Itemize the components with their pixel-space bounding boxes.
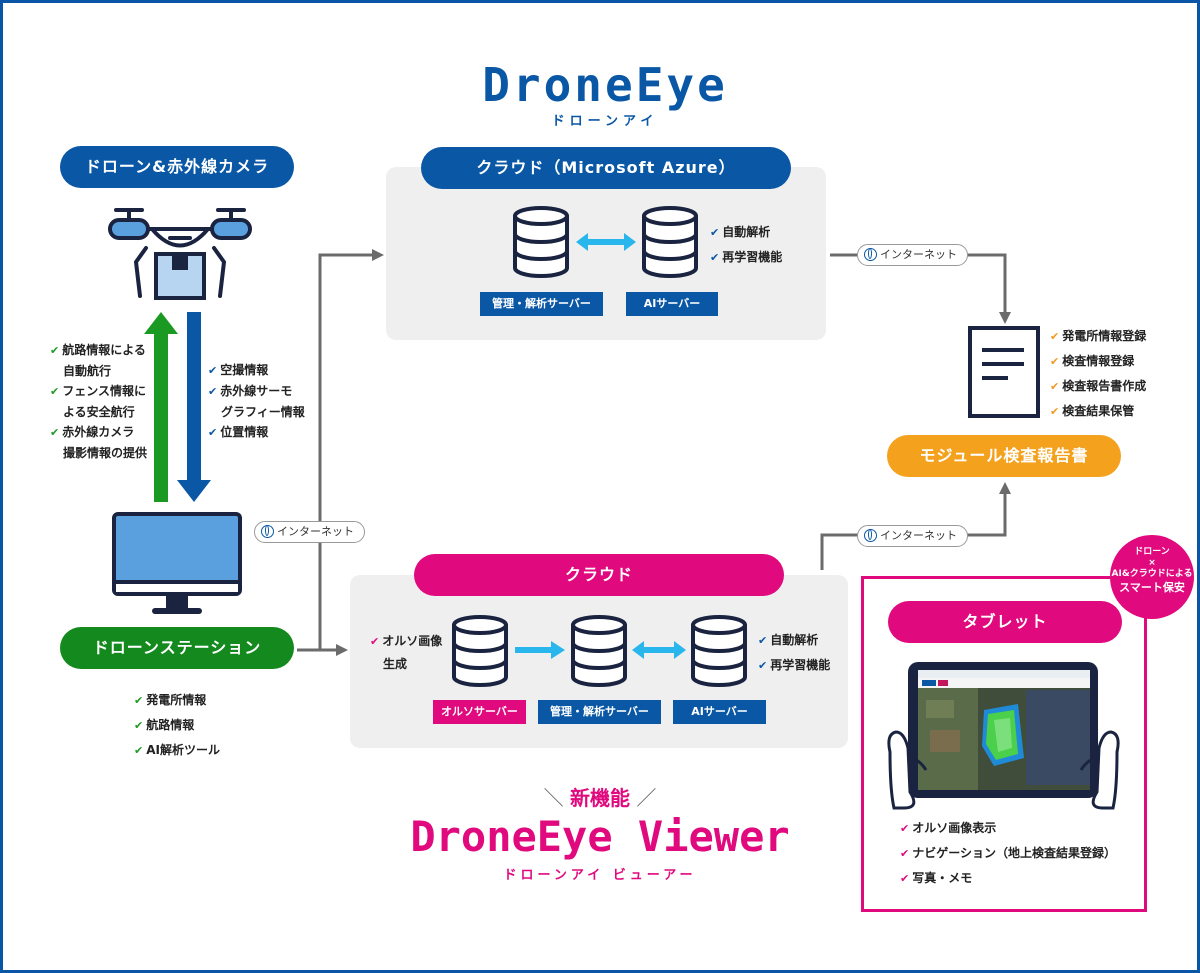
database-icon (691, 615, 747, 687)
badge-line: AI&クラウドによる (1111, 569, 1193, 579)
ortho-note: ✔オルソ画像 生成 (370, 630, 442, 675)
azure-ai-server-tag: AIサーバー (626, 292, 718, 316)
report-item: ✔検査結果保管 (1050, 404, 1135, 418)
station-item: ✔AI解析ツール (134, 743, 220, 757)
viewer-subtitle: ドローンアイ ビューアー (503, 868, 697, 883)
internet-chip-viewer: インターネット (857, 525, 968, 547)
tablet-box (861, 576, 1147, 912)
azure-cloud-label: クラウド（Microsoft Azure） (421, 147, 791, 189)
ortho-note-line: ✔オルソ画像 (370, 634, 443, 648)
database-icon (513, 206, 569, 278)
database-icon (642, 206, 698, 278)
azure-server-tag: 管理・解析サーバー (480, 292, 603, 316)
uplink-item: ✔航路情報による (50, 343, 146, 357)
uplink-item: ✔赤外線カメラ (50, 425, 135, 439)
badge-line: ドローン (1134, 547, 1170, 557)
station-label: ドローンステーション (60, 627, 294, 669)
internet-chip-azure: インターネット (857, 244, 968, 266)
slash-right: ／ (630, 786, 657, 810)
database-icon (452, 615, 508, 687)
uplink-item: よる安全航行 (63, 405, 135, 419)
document-icon (968, 326, 1040, 418)
page-subtitle: ドローンアイ (551, 114, 659, 129)
viewer-server-tag: 管理・解析サーバー (538, 700, 661, 724)
drone-icon (108, 208, 252, 300)
station-item: ✔発電所情報 (134, 693, 207, 707)
forward-arrow (515, 641, 565, 659)
report-item: ✔検査情報登録 (1050, 354, 1135, 368)
internet-chip-station: インターネット (254, 521, 365, 543)
tablet-feature: ✔写真・メモ (900, 871, 973, 885)
viewer-cloud-label: クラウド (414, 554, 784, 596)
bidirectional-arrow (632, 641, 686, 659)
smart-maintenance-badge: ドローン × AI&クラウドによる スマート保安 (1110, 535, 1194, 619)
drone-label: ドローン&赤外線カメラ (60, 146, 294, 188)
uplink-info-list: ✔航路情報による 自動航行 ✔フェンス情報に よる安全航行 ✔赤外線カメラ 撮影… (50, 340, 147, 463)
badge-line: スマート保安 (1119, 581, 1185, 594)
database-icon (571, 615, 627, 687)
globe-icon (864, 529, 877, 542)
badge-line: × (1148, 558, 1156, 568)
slash-left: ＼ (543, 786, 570, 810)
downlink-item: ✔空撮情報 (208, 363, 269, 377)
tablet-feature: ✔オルソ画像表示 (900, 821, 997, 835)
report-item-list: ✔発電所情報登録 ✔検査情報登録 ✔検査報告書作成 ✔検査結果保管 (1050, 324, 1146, 424)
page-title: DroneEye (482, 58, 728, 112)
tablet-label: タブレット (888, 601, 1122, 643)
uplink-item: 撮影情報の提供 (63, 446, 148, 460)
azure-feature: ✔自動解析 (710, 225, 771, 239)
globe-icon (864, 248, 877, 261)
viewer-feature: ✔再学習機能 (758, 658, 831, 672)
bidirectional-arrow (576, 233, 636, 251)
downlink-arrow (177, 312, 211, 502)
tablet-feature-list: ✔オルソ画像表示 ✔ナビゲーション（地上検査結果登録） ✔写真・メモ (900, 816, 1116, 891)
azure-feature: ✔再学習機能 (710, 250, 783, 264)
viewer-tagline: ＼ 新機能 ／ (543, 786, 657, 810)
viewer-feature: ✔自動解析 (758, 633, 819, 647)
azure-feature-list: ✔自動解析 ✔再学習機能 (710, 220, 782, 270)
uplink-arrow (144, 312, 178, 502)
monitor-icon (112, 512, 242, 614)
uplink-item: ✔フェンス情報に (50, 384, 146, 398)
globe-icon (261, 525, 274, 538)
report-label: モジュール検査報告書 (887, 435, 1121, 477)
viewer-title: DroneEye Viewer (410, 812, 790, 861)
station-info-list: ✔発電所情報 ✔航路情報 ✔AI解析ツール (134, 688, 220, 763)
azure-cloud-panel (386, 167, 826, 340)
station-item: ✔航路情報 (134, 718, 195, 732)
tablet-feature: ✔ナビゲーション（地上検査結果登録） (900, 846, 1116, 860)
downlink-item: ✔赤外線サーモ (208, 384, 293, 398)
downlink-item: グラフィー情報 (221, 405, 305, 419)
viewer-feature-list: ✔自動解析 ✔再学習機能 (758, 628, 830, 678)
report-item: ✔発電所情報登録 (1050, 329, 1147, 343)
ortho-server-tag: オルソサーバー (433, 700, 526, 724)
uplink-item: 自動航行 (63, 364, 112, 378)
downlink-item: ✔位置情報 (208, 425, 269, 439)
report-item: ✔検査報告書作成 (1050, 379, 1147, 393)
downlink-info-list: ✔空撮情報 ✔赤外線サーモ グラフィー情報 ✔位置情報 (208, 360, 305, 443)
ortho-note-line: 生成 (383, 657, 408, 671)
viewer-ai-server-tag: AIサーバー (673, 700, 766, 724)
tablet-icon (887, 662, 1120, 810)
